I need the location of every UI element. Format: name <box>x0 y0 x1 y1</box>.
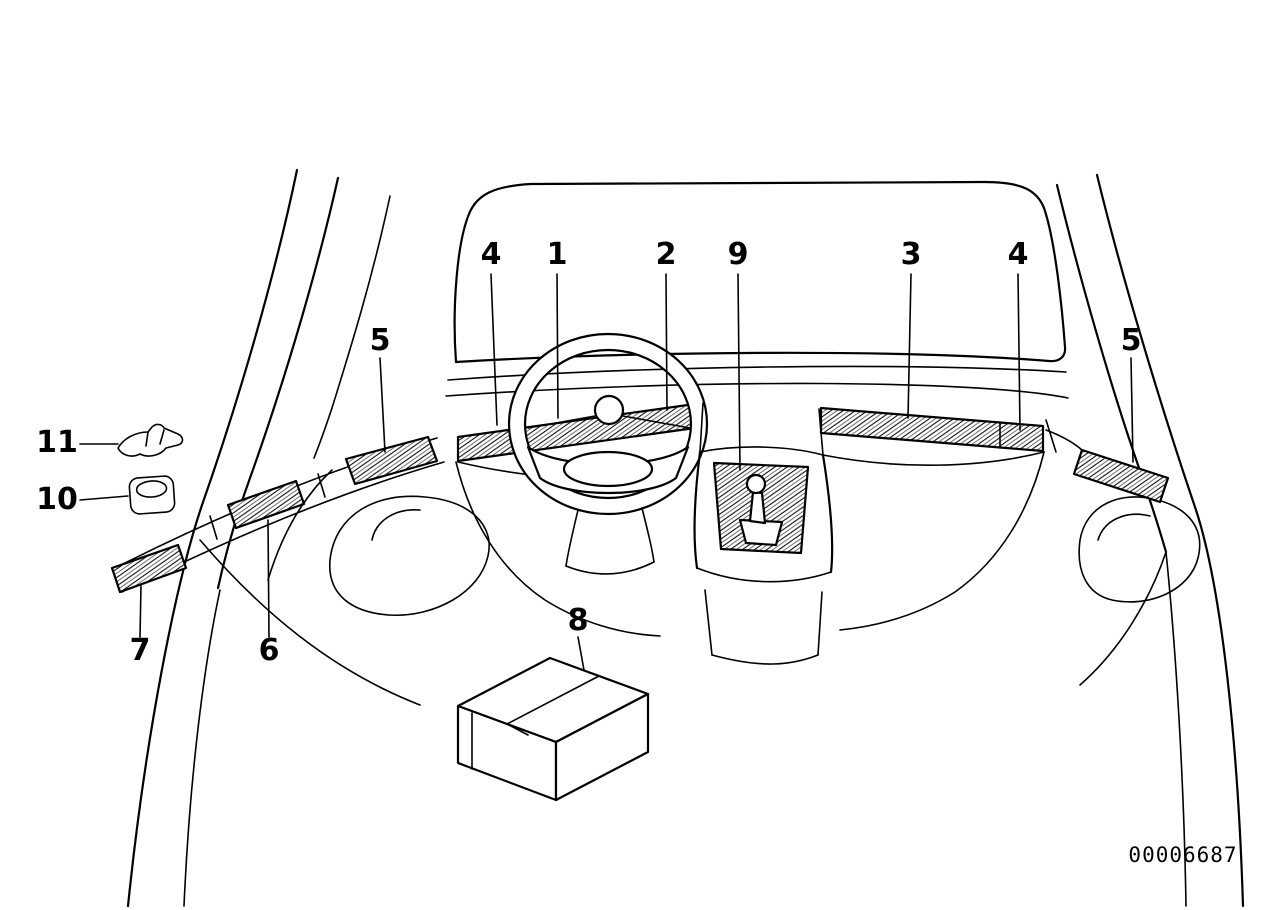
callout-5-right: 5 <box>1121 323 1142 358</box>
wood-trim-dash-right-band <box>819 406 1045 453</box>
right-door-panel <box>1078 496 1201 603</box>
mounting-clip-part <box>117 423 184 457</box>
callout-5-left: 5 <box>370 323 391 358</box>
callout-2: 2 <box>656 237 677 272</box>
wood-trim-lower-7 <box>110 543 188 594</box>
callout-7: 7 <box>130 633 151 668</box>
wood-trim-dash-left-band <box>456 401 704 463</box>
callout-1: 1 <box>547 237 568 272</box>
center-console <box>693 402 834 665</box>
callout-3: 3 <box>901 237 922 272</box>
callout-labels: 4 1 2 9 3 4 5 5 11 10 7 6 8 <box>36 237 1141 668</box>
right-a-pillar <box>1055 173 1245 908</box>
cap-grommet-part <box>128 475 176 515</box>
left-a-pillar <box>126 168 421 908</box>
gear-shift-knob <box>745 473 767 495</box>
wood-trim-shift-console <box>712 461 810 555</box>
leader-lines <box>79 273 1134 671</box>
gear-shift-lever <box>748 490 767 525</box>
callout-11: 11 <box>36 425 78 460</box>
callout-8: 8 <box>568 603 589 638</box>
wood-trim-lower-6 <box>226 479 306 530</box>
callout-10: 10 <box>36 482 78 517</box>
callout-4-left: 4 <box>481 237 502 272</box>
wood-trim-door-left <box>344 435 439 486</box>
parts-box <box>456 656 650 802</box>
callout-6: 6 <box>259 633 280 668</box>
callout-9: 9 <box>728 237 749 272</box>
wood-trim-door-right <box>1072 448 1170 504</box>
gear-shift-boot <box>738 518 784 547</box>
steering-wheel <box>507 332 709 575</box>
document-number: 00006687 <box>1128 843 1237 867</box>
left-door-panel <box>267 469 490 616</box>
callout-4-right: 4 <box>1008 237 1029 272</box>
